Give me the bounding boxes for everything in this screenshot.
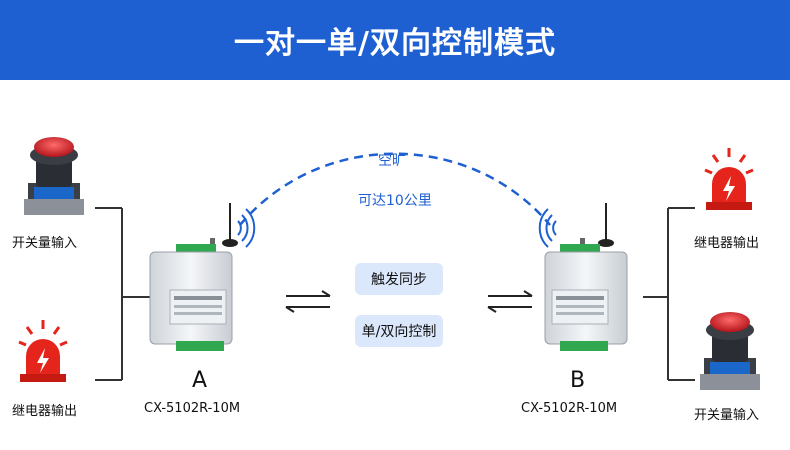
left-exchange-arrows <box>285 290 331 313</box>
alarm-light-icon <box>18 320 68 382</box>
left-output-label: 继电器输出 <box>12 404 78 419</box>
device-b-model: CX-5102R-10M <box>521 401 618 416</box>
device-b-icon <box>538 203 628 351</box>
wireless-range-label: 可达10公里 <box>358 193 432 209</box>
left-input-label: 开关量输入 <box>12 236 78 251</box>
device-a-icon <box>149 203 256 351</box>
wireless-arc <box>239 152 551 226</box>
control-mode-badge: 单/双向控制 <box>355 315 443 347</box>
device-a-model: CX-5102R-10M <box>144 401 241 416</box>
page-title: 一对一单/双向控制模式 <box>234 26 556 61</box>
device-b-letter: B <box>570 368 586 393</box>
wireless-range-label: 空旷 <box>378 153 406 169</box>
push-button-icon <box>24 137 84 215</box>
right-input-label: 开关量输入 <box>694 408 760 423</box>
left-connector <box>95 207 150 381</box>
alarm-light-icon <box>704 148 754 210</box>
push-button-icon <box>700 312 760 390</box>
title-banner: 一对一单/双向控制模式 <box>0 0 790 80</box>
trigger-sync-badge: 触发同步 <box>355 263 443 295</box>
device-a-letter: A <box>192 368 208 393</box>
right-connector <box>643 207 695 381</box>
right-output-label: 继电器输出 <box>694 236 760 251</box>
right-exchange-arrows <box>487 290 533 313</box>
